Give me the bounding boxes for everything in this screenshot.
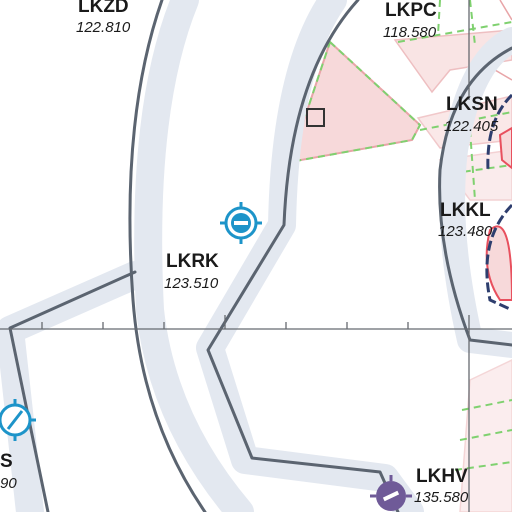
airport-frequency: 122.810 — [76, 19, 131, 36]
airport-s-icon[interactable] — [0, 399, 36, 441]
airport-code: LKZD — [78, 0, 129, 17]
airport-frequency: 118.580 — [383, 24, 437, 41]
airport-code: LKKL — [440, 200, 491, 221]
airport-frequency: 122.405 — [444, 118, 499, 135]
airspace-boundary-lines — [8, 0, 512, 512]
label-s: S 90 — [0, 451, 17, 492]
airport-frequency: 135.580 — [414, 489, 469, 506]
label-lksn: LKSN 122.405 — [444, 94, 499, 135]
airport-frequency: 123.510 — [164, 275, 219, 292]
label-lkpc: LKPC 118.580 — [383, 0, 437, 41]
label-lkkl: LKKL 123.480 — [438, 200, 493, 240]
airport-frequency: 123.480 — [438, 223, 493, 240]
class-boundary-navy — [485, 93, 512, 312]
obstacle-marker — [306, 108, 325, 127]
label-lkrk: LKRK 123.510 — [164, 251, 219, 292]
airport-code: S — [0, 451, 13, 472]
label-lkhv: LKHV 135.580 — [414, 466, 469, 506]
airport-lkrk-icon[interactable] — [220, 202, 262, 244]
airport-code: LKPC — [385, 0, 437, 21]
label-lkzd: LKZD 122.810 — [76, 0, 131, 36]
airport-code: LKSN — [446, 94, 498, 115]
airport-lkhv-icon[interactable] — [370, 475, 412, 511]
airport-code: LKRK — [166, 251, 219, 272]
airport-frequency: 90 — [0, 475, 17, 492]
airport-code: LKHV — [416, 466, 468, 487]
